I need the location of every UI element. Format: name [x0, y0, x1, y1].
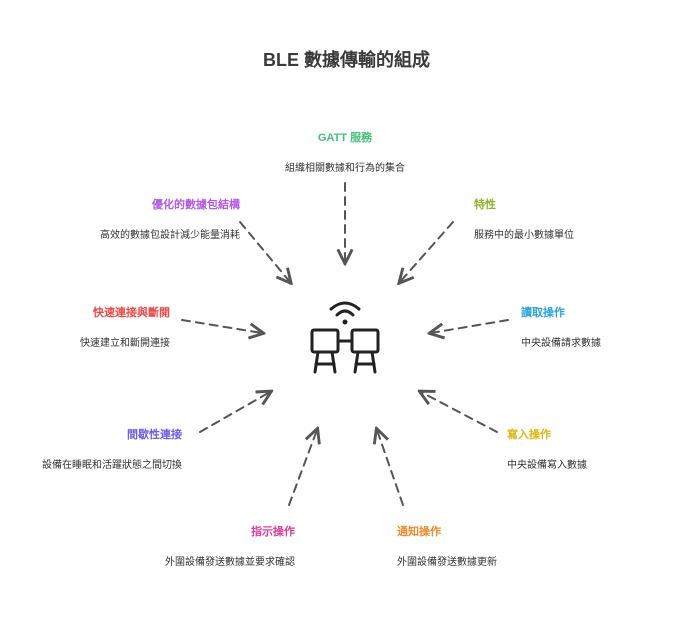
node-read-operation: 讀取操作 中央設備請求數據 [521, 304, 601, 349]
arrow-optimized [239, 221, 290, 282]
ble-network-icon [310, 301, 380, 374]
node-description: 快速建立和斷開連接 [80, 338, 170, 349]
node-description: 外圍設備發送數據並要求確認 [165, 557, 295, 568]
node-write-operation: 寫入操作 中央設備寫入數據 [507, 426, 587, 471]
node-title: 快速連接與斷開 [93, 307, 170, 319]
node-title: 優化的數據包結構 [152, 199, 240, 211]
node-description: 中央設備請求數據 [521, 338, 601, 349]
node-title: 寫入操作 [507, 429, 551, 441]
node-interval-connect: 間歇性連接 設備在睡眠和活躍狀態之間切換 [20, 426, 182, 471]
node-description: 中央設備寫入數據 [507, 460, 587, 471]
arrow-write [421, 392, 498, 433]
node-fast-connect: 快速連接與斷開 快速建立和斷開連接 [20, 304, 170, 349]
node-title: 特性 [474, 199, 496, 211]
node-gatt-service: GATT 服務 組織相關數據和行為的集合 [245, 129, 445, 174]
node-optimized-packet: 優化的數據包結構 高效的數據包設計減少能量消耗 [30, 196, 240, 241]
node-description: 外圍設備發送數據更新 [397, 557, 497, 568]
node-title: GATT 服務 [317, 132, 373, 144]
node-description: 服務中的最小數據單位 [474, 230, 574, 241]
arrow-indicate [288, 430, 317, 506]
node-title: 間歇性連接 [127, 429, 182, 441]
node-indicate-operation: 指示操作 外圍設備發送數據並要求確認 [120, 523, 295, 568]
arrow-read [431, 319, 509, 333]
arrow-char [400, 221, 454, 282]
node-description: 組織相關數據和行為的集合 [285, 163, 405, 174]
node-title: 指示操作 [251, 526, 295, 538]
node-description: 高效的數據包設計減少能量消耗 [100, 230, 240, 241]
node-characteristic: 特性 服務中的最小數據單位 [474, 196, 574, 241]
diagram-title: BLE 數據傳輸的組成 [262, 50, 430, 70]
node-description: 設備在睡眠和活躍狀態之間切換 [42, 460, 182, 471]
arrow-notify [377, 430, 404, 506]
arrow-interval [199, 392, 270, 433]
arrow-fast [181, 319, 262, 333]
node-title: 通知操作 [397, 526, 441, 538]
node-title: 讀取操作 [521, 307, 565, 319]
node-notify-operation: 通知操作 外圍設備發送數據更新 [397, 523, 497, 568]
